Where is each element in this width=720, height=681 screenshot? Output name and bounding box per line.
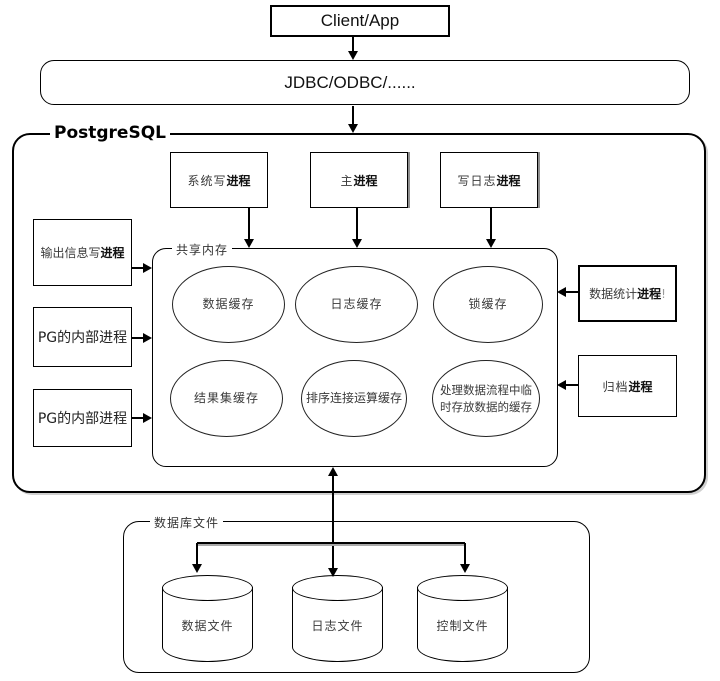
- cylinder-top: [417, 575, 508, 601]
- arrow-internal1-line: [132, 337, 144, 339]
- temp-data-cache-label: 处理数据流程中临时存放数据的缓存: [440, 382, 532, 414]
- files-connector-right-drop: [464, 543, 466, 566]
- driver-layer-box: JDBC/ODBC/......: [40, 60, 690, 105]
- files-connector-right-head: [460, 564, 470, 573]
- main-process-label: 主进程: [340, 172, 377, 189]
- label-part-suffix: !: [661, 287, 666, 301]
- label-part-bold: 进程: [226, 173, 251, 188]
- stats-collector-label: 数据统计进程!: [589, 285, 666, 302]
- logger-process-label: 输出信息写进程: [40, 244, 124, 261]
- arrow-sharedmem-files-up-head: [328, 467, 338, 476]
- arrow-internal2-head: [143, 413, 152, 423]
- arrow-internal2-line: [132, 417, 144, 419]
- control-file-label: 控制文件: [436, 619, 489, 633]
- label-part: 写日志: [457, 173, 497, 188]
- arrow-driver-to-pg-line: [352, 106, 354, 125]
- sort-join-cache-label: 排序连接运算缓存: [306, 390, 403, 405]
- client-app-label: Client/App: [320, 11, 400, 30]
- arrow-logger-head: [143, 263, 152, 273]
- data-file-cylinder: 数据文件: [162, 575, 253, 663]
- arrow-mainproc-head: [352, 239, 362, 248]
- label-part: 数据统计: [589, 287, 638, 301]
- files-connector-line: [197, 542, 465, 544]
- stats-collector-process-box: 数据统计进程!: [578, 265, 677, 322]
- files-connector-left-head: [192, 564, 202, 573]
- arrow-archiver-head: [557, 380, 566, 390]
- arrow-logger-line: [132, 267, 144, 269]
- label-part-bold: 进程: [637, 287, 662, 301]
- label-part-bold: 进程: [100, 246, 125, 260]
- result-set-cache-oval: 结果集缓存: [170, 360, 283, 437]
- pg-internal-process-label-1: PG的内部进程: [37, 330, 128, 346]
- label-part: 系统写: [187, 173, 227, 188]
- arrow-stats-head: [557, 287, 566, 297]
- data-cache-label: 数据缓存: [202, 296, 255, 311]
- arrow-bgwriter-line: [248, 208, 250, 241]
- arrow-sharedmem-files-line: [332, 475, 334, 570]
- arrow-archiver-line: [566, 384, 578, 386]
- arrow-walwriter-head: [486, 239, 496, 248]
- temp-data-cache-oval: 处理数据流程中临时存放数据的缓存: [432, 360, 540, 437]
- main-process-box: 主进程: [310, 152, 408, 208]
- arrow-mainproc-line: [356, 208, 358, 241]
- log-file-label: 日志文件: [311, 619, 364, 633]
- arrow-internal1-head: [143, 333, 152, 343]
- driver-layer-label: JDBC/ODBC/......: [284, 72, 416, 92]
- archiver-process-box: 归档进程: [578, 355, 677, 417]
- control-file-cylinder: 控制文件: [417, 575, 508, 663]
- result-set-cache-label: 结果集缓存: [193, 390, 259, 405]
- log-file-cylinder: 日志文件: [292, 575, 383, 663]
- arrow-stats-line: [566, 291, 578, 293]
- log-cache-oval: 日志缓存: [295, 266, 418, 343]
- pg-internal-process-box-2: PG的内部进程: [33, 389, 132, 447]
- cylinder-top: [162, 575, 253, 601]
- postgresql-title: PostgreSQL: [50, 123, 170, 143]
- label-part: 输出信息写: [40, 246, 101, 260]
- files-connector-left-drop: [196, 543, 198, 566]
- bg-writer-process-label: 系统写进程: [187, 172, 250, 189]
- arrow-driver-to-pg-head: [348, 124, 358, 133]
- lock-cache-oval: 锁缓存: [433, 266, 543, 343]
- bg-writer-process-box: 系统写进程: [170, 152, 268, 208]
- log-cache-label: 日志缓存: [330, 296, 383, 311]
- data-file-label: 数据文件: [181, 619, 234, 633]
- label-part-bold: 进程: [353, 173, 378, 188]
- arrow-bgwriter-head: [244, 239, 254, 248]
- pg-internal-process-label-2: PG的内部进程: [37, 411, 128, 427]
- archiver-label: 归档进程: [602, 378, 652, 395]
- lock-cache-label: 锁缓存: [468, 296, 508, 311]
- pg-internal-process-box-1: PG的内部进程: [33, 307, 132, 367]
- wal-writer-process-label: 写日志进程: [457, 172, 520, 189]
- wal-writer-process-box: 写日志进程: [440, 152, 538, 208]
- data-cache-oval: 数据缓存: [172, 266, 285, 343]
- shared-memory-title: 共享内存: [172, 241, 233, 258]
- cylinder-top: [292, 575, 383, 601]
- arrow-client-to-driver-line: [352, 37, 354, 53]
- label-part-bold: 进程: [628, 379, 653, 394]
- arrow-walwriter-line: [490, 208, 492, 241]
- label-part-bold: 进程: [496, 173, 521, 188]
- sort-join-cache-oval: 排序连接运算缓存: [301, 360, 407, 437]
- client-app-box: Client/App: [270, 5, 450, 37]
- arrow-client-to-driver-head: [348, 51, 358, 60]
- logger-process-box: 输出信息写进程: [33, 219, 132, 286]
- label-part: 主: [340, 173, 354, 188]
- database-files-title: 数据库文件: [150, 514, 224, 531]
- arrow-sharedmem-files-down-head: [328, 568, 338, 577]
- label-part: 归档: [602, 379, 629, 394]
